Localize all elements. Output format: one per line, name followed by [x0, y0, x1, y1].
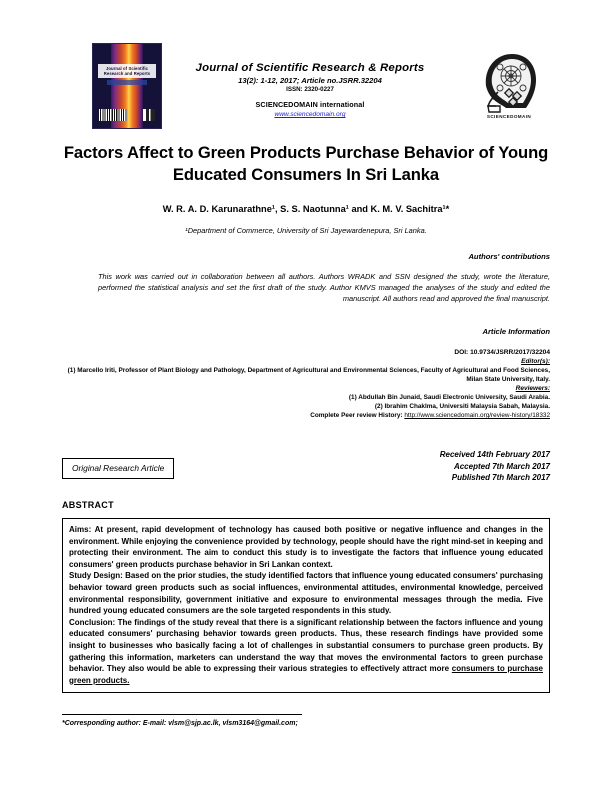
- author-list: W. R. A. D. Karunarathne¹, S. S. Naotunn…: [162, 204, 450, 214]
- journal-issue-line: 13(2): 1-12, 2017; Article no.JSRR.32204: [238, 76, 382, 85]
- journal-name: Journal of Scientific Research & Reports: [195, 62, 425, 74]
- footer-divider: [62, 714, 302, 715]
- abstract-conclusion-tail: consumers to purchase green products.: [69, 664, 543, 685]
- journal-issn: ISSN: 2320-0227: [286, 86, 334, 93]
- journal-cover-thumbnail: Journal of Scientific Research and Repor…: [92, 43, 162, 129]
- abstract-aims-label: Aims:: [69, 525, 92, 534]
- reviewers-label: Reviewers:: [515, 385, 550, 392]
- author-affiliation: ¹Department of Commerce, University of S…: [185, 226, 427, 235]
- article-information-section: Article Information DOI: 10.9734/JSRR/20…: [62, 327, 550, 420]
- peer-review-label: Complete Peer review History:: [310, 412, 403, 419]
- reviewer-entry: (1) Abdullah Bin Junaid, Saudi Electroni…: [348, 394, 550, 401]
- editor-entry: (1) Marcello Iriti, Professor of Plant B…: [67, 367, 550, 383]
- article-information-body: DOI: 10.9734/JSRR/2017/32204 Editor(s): …: [62, 348, 550, 420]
- page-title: Factors Affect to Green Products Purchas…: [63, 143, 549, 184]
- abstract-conclusion-text: The findings of the study reveal that th…: [69, 617, 543, 674]
- corresponding-author-note: *Corresponding author: E-mail: vlsm@sjp.…: [62, 720, 298, 727]
- article-information-heading: Article Information: [482, 327, 550, 336]
- masthead: Journal of Scientific Research and Repor…: [60, 38, 552, 133]
- cover-subtitle-band: [107, 80, 147, 85]
- received-date: Received 14th February 2017: [439, 450, 550, 459]
- doi-text: DOI: 10.9734/JSRR/2017/32204: [454, 349, 550, 356]
- qr-code-icon: [143, 109, 155, 121]
- barcode-icon: [99, 109, 127, 121]
- abstract-design-label: Study Design:: [69, 571, 123, 581]
- abstract-heading: ABSTRACT: [62, 500, 114, 510]
- accepted-date: Accepted 7th March 2017: [453, 461, 550, 471]
- authors-contributions-body: This work was carried out in collaborati…: [98, 272, 550, 304]
- article-type-badge: Original Research Article: [62, 458, 175, 479]
- abstract-aims-text: At present, rapid development of technol…: [69, 525, 543, 569]
- abstract-study-design: Study Design: Based on the prior studies…: [69, 570, 543, 616]
- journal-header-text: Journal of Scientific Research & Reports…: [160, 62, 460, 119]
- abstract-aims: Aims: At present, rapid development of t…: [69, 524, 543, 570]
- published-date: Published 7th March 2017: [451, 473, 550, 482]
- reviewer-entry: (2) Ibrahim Chaklma, Universiti Malaysia…: [374, 403, 550, 410]
- cover-title: Journal of Scientific Research and Repor…: [98, 64, 156, 79]
- peer-review-link[interactable]: http://www.sciencedomain.org/review-hist…: [404, 412, 550, 419]
- abstract-box: Aims: At present, rapid development of t…: [62, 518, 550, 694]
- abstract-design-text: Based on the prior studies, the study id…: [69, 571, 543, 616]
- peer-review-history: Complete Peer review History: http://www…: [62, 411, 550, 420]
- publisher-name: SCIENCEDOMAIN international: [255, 100, 365, 109]
- abstract-conclusion: Conclusion: The findings of the study re…: [69, 617, 543, 687]
- cover-title-line-2: Research and Reports: [103, 71, 151, 77]
- sciencedomain-logo-icon: SCIENCEDOMAIN: [476, 46, 542, 120]
- publisher-website-link[interactable]: www.sciencedomain.org: [274, 111, 346, 118]
- authors-contributions-heading: Authors' contributions: [468, 252, 550, 261]
- publication-dates: Received 14th February 2017 Accepted 7th…: [320, 449, 550, 484]
- cover-title-line-1: Journal of Scientific: [105, 66, 149, 71]
- authors-contributions-section: Authors' contributions This work was car…: [62, 252, 550, 305]
- sciencedomain-logo-label: SCIENCEDOMAIN: [486, 114, 532, 119]
- editors-label: Editor(s):: [521, 358, 550, 365]
- abstract-conclusion-label: Conclusion:: [69, 617, 116, 627]
